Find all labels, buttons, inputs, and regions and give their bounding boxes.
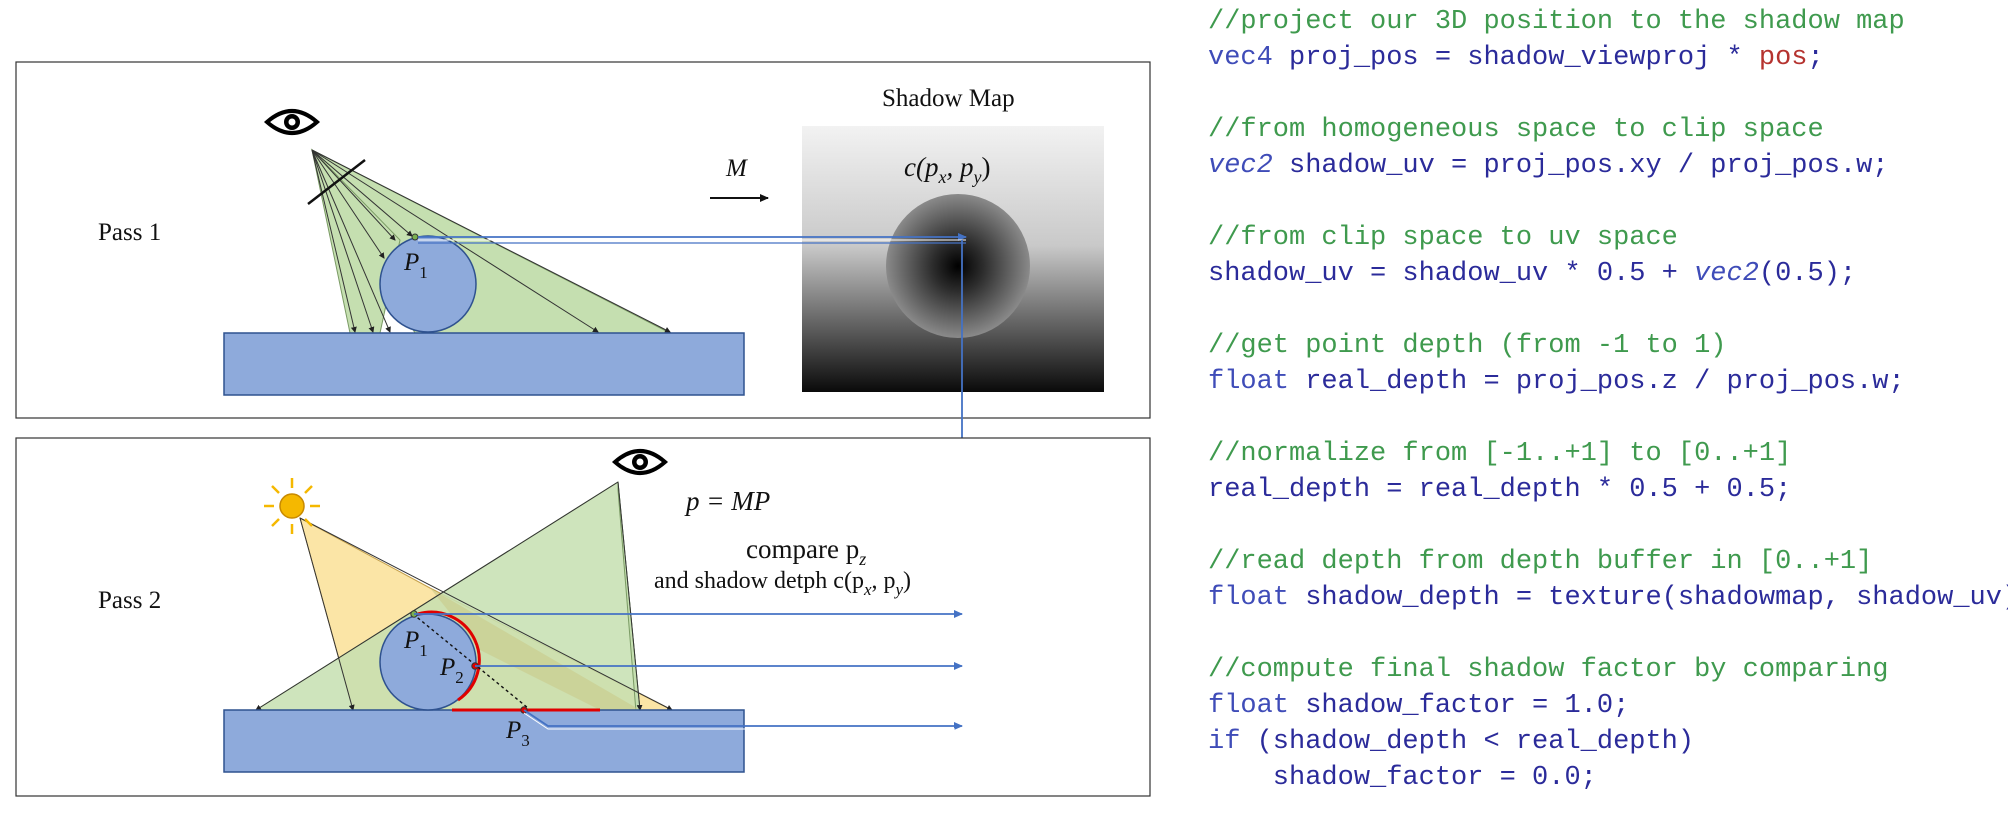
code-token: if — [1208, 727, 1241, 757]
pass2-ground — [223, 709, 745, 773]
code-token: shadow_factor = 0.0; — [1208, 763, 1597, 793]
pass2-p1-label: P1 — [403, 627, 428, 660]
code-token: shadow_factor = 1.0; — [1289, 691, 1630, 721]
pass1-sphere — [379, 235, 477, 333]
code-token: real_depth = real_depth * 0.5 + 0.5; — [1208, 475, 1792, 505]
shadow-map-sample-label: c(px, py) — [904, 152, 990, 187]
code-token: //get point depth (from -1 to 1) — [1208, 331, 1727, 361]
code-line: //compute final shadow factor by compari… — [1208, 652, 2004, 688]
code-line: //read depth from depth buffer in [0..+1… — [1208, 544, 2004, 580]
code-token: //read depth from depth buffer in [0..+1… — [1208, 547, 1873, 577]
pass1-ground — [223, 332, 745, 396]
compare-line2: and shadow detph c(px, py) — [654, 568, 911, 599]
pass2-p2-label: P2 — [439, 654, 464, 687]
code-token: //from clip space to uv space — [1208, 223, 1678, 253]
code-token: pos — [1758, 43, 1808, 73]
code-line: shadow_uv = shadow_uv * 0.5 + vec2(0.5); — [1208, 256, 2004, 292]
code-token: real_depth = proj_pos.z / proj_pos.w; — [1289, 367, 1905, 397]
pass1-label: Pass 1 — [98, 219, 161, 246]
code-line: vec2 shadow_uv = proj_pos.xy / proj_pos.… — [1208, 148, 2004, 184]
code-token: shadow_uv = proj_pos.xy / proj_pos.w; — [1272, 151, 1889, 181]
code-line: //from clip space to uv space — [1208, 220, 2004, 256]
code-token: vec2 — [1694, 259, 1759, 289]
code-token: float — [1208, 367, 1290, 397]
code-token: float — [1208, 691, 1290, 721]
code-blank-line — [1208, 616, 2004, 652]
shader-code-block: //project our 3D position to the shadow … — [1208, 4, 2008, 796]
code-token: //project our 3D position to the shadow … — [1208, 7, 1905, 37]
shadow-map-title: Shadow Map — [882, 85, 1015, 112]
code-line: real_depth = real_depth * 0.5 + 0.5; — [1208, 472, 2004, 508]
shadow-mapping-diagram: Pass 1 P1 M Shadow Map c(px, py) — [15, 61, 1151, 797]
compare-line1: compare pz — [746, 534, 866, 569]
code-token: //compute final shadow factor by compari… — [1208, 655, 1889, 685]
eye-icon — [263, 109, 321, 135]
code-token: float — [1208, 583, 1290, 613]
code-blank-line — [1208, 292, 2004, 328]
pass2-p3-label: P3 — [505, 717, 530, 750]
code-line: //from homogeneous space to clip space — [1208, 112, 2004, 148]
code-line: if (shadow_depth < real_depth) — [1208, 724, 2004, 760]
code-token: shadow_depth = texture(shadowmap, shadow… — [1289, 583, 2008, 613]
code-token: proj_pos = shadow_viewproj * — [1289, 43, 1759, 73]
sphere-shadow-contour — [417, 610, 481, 702]
code-line: //normalize from [-1..+1] to [0..+1] — [1208, 436, 2004, 472]
code-token: vec2 — [1208, 151, 1273, 181]
code-blank-line — [1208, 508, 2004, 544]
code-token: ; — [1807, 43, 1824, 73]
code-token: (shadow_depth < real_depth) — [1240, 727, 1695, 757]
matrix-label: M — [725, 155, 748, 182]
code-line: float real_depth = proj_pos.z / proj_pos… — [1208, 364, 2004, 400]
code-blank-line — [1208, 184, 2004, 220]
code-line: float shadow_depth = texture(shadowmap, … — [1208, 580, 2008, 616]
code-token: (0.5); — [1758, 259, 1857, 289]
code-line: //project our 3D position to the shadow … — [1208, 4, 2004, 40]
code-token: shadow_uv = shadow_uv * 0.5 + — [1208, 259, 1695, 289]
code-line: shadow_factor = 0.0; — [1208, 760, 2004, 796]
code-line: vec4 proj_pos = shadow_viewproj * pos; — [1208, 40, 2004, 76]
code-line: float shadow_factor = 1.0; — [1208, 688, 2004, 724]
sun-icon — [264, 478, 320, 534]
code-line: //get point depth (from -1 to 1) — [1208, 328, 2004, 364]
p3-lookup-arrow — [523, 709, 963, 730]
code-token: //normalize from [-1..+1] to [0..+1] — [1208, 439, 1792, 469]
code-token: vec4 — [1208, 43, 1290, 73]
code-token: //from homogeneous space to clip space — [1208, 115, 1824, 145]
code-blank-line — [1208, 76, 2004, 112]
code-blank-line — [1208, 400, 2004, 436]
projection-equation: p = MP — [684, 486, 770, 516]
pass1-p1-label: P1 — [403, 249, 428, 282]
eye-icon — [611, 449, 669, 475]
shadow-map-occluder — [886, 194, 1030, 338]
pass2-label: Pass 2 — [98, 587, 161, 614]
